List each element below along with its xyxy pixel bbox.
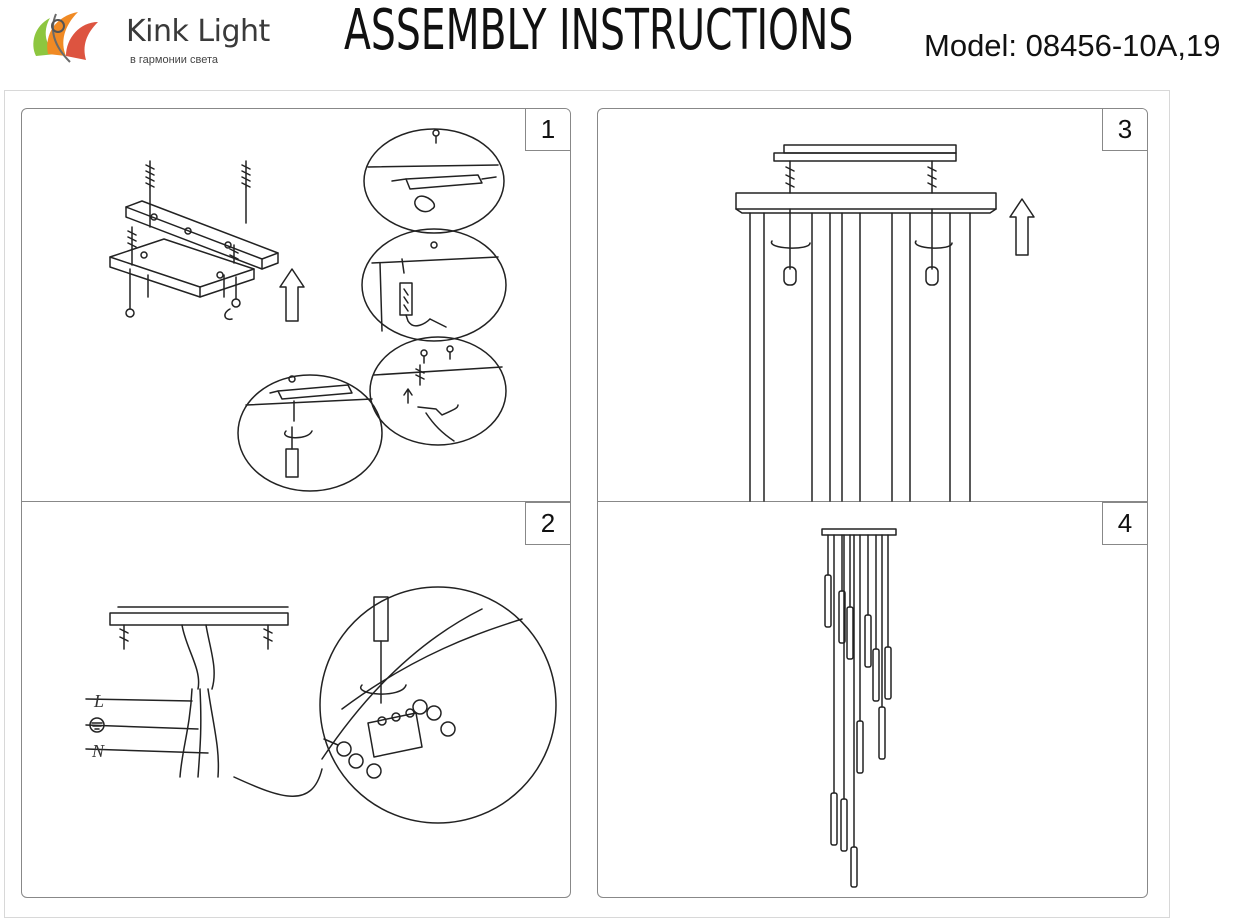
rotate-arrow-icon <box>359 684 407 695</box>
earth-symbol-icon <box>89 717 105 733</box>
instructions-frame <box>4 90 1170 918</box>
page-title: ASSEMBLY INSTRUCTIONS <box>344 0 854 63</box>
assembled-chandelier <box>821 528 897 848</box>
rotate-arrow-icon <box>771 240 953 249</box>
logo-mark-icon <box>33 12 98 63</box>
cap-nut-icon <box>783 266 939 286</box>
cross-bracket-diagram <box>109 200 279 298</box>
detail-mount-bracket <box>363 128 505 234</box>
step-2-number: 2 <box>525 502 570 545</box>
right-panel: 3 4 <box>597 108 1148 898</box>
canopy-diagram <box>735 192 997 214</box>
screwdriver-icon <box>285 426 299 478</box>
brand-logo: Kink Light в гармонии света <box>26 4 270 68</box>
canopy-plate-diagram <box>109 606 289 650</box>
detail-bracket-screw <box>237 374 383 492</box>
live-wire-label: L <box>94 691 105 711</box>
terminal-block-icon <box>367 708 423 758</box>
neutral-wire-label: N <box>92 741 105 761</box>
step-4-number: 4 <box>1102 502 1147 545</box>
rotate-arrow-icon <box>224 308 233 321</box>
panel-divider <box>598 501 1147 502</box>
model-number: Model: 08456-10A,19 <box>924 28 1221 63</box>
pendant-cables <box>749 208 971 502</box>
mount-bracket-diagram <box>773 144 957 194</box>
detail-ceiling-drill <box>361 228 507 342</box>
detail-anchor-insert <box>369 336 507 446</box>
up-arrow-icon <box>279 268 305 322</box>
left-panel: 1 2 <box>21 108 571 898</box>
step-3-number: 3 <box>1102 109 1147 151</box>
up-arrow-icon <box>1009 198 1035 256</box>
wiring-detail <box>233 586 557 824</box>
screwdriver-icon <box>373 596 389 704</box>
panel-divider <box>22 501 570 502</box>
logo-tagline: в гармонии света <box>130 54 219 66</box>
step-1-number: 1 <box>525 109 570 151</box>
screw-anchor-icon <box>125 160 251 318</box>
logo-name: Kink Light <box>126 14 270 49</box>
pendant-tube-icon <box>824 574 892 888</box>
supply-cable <box>85 624 220 778</box>
